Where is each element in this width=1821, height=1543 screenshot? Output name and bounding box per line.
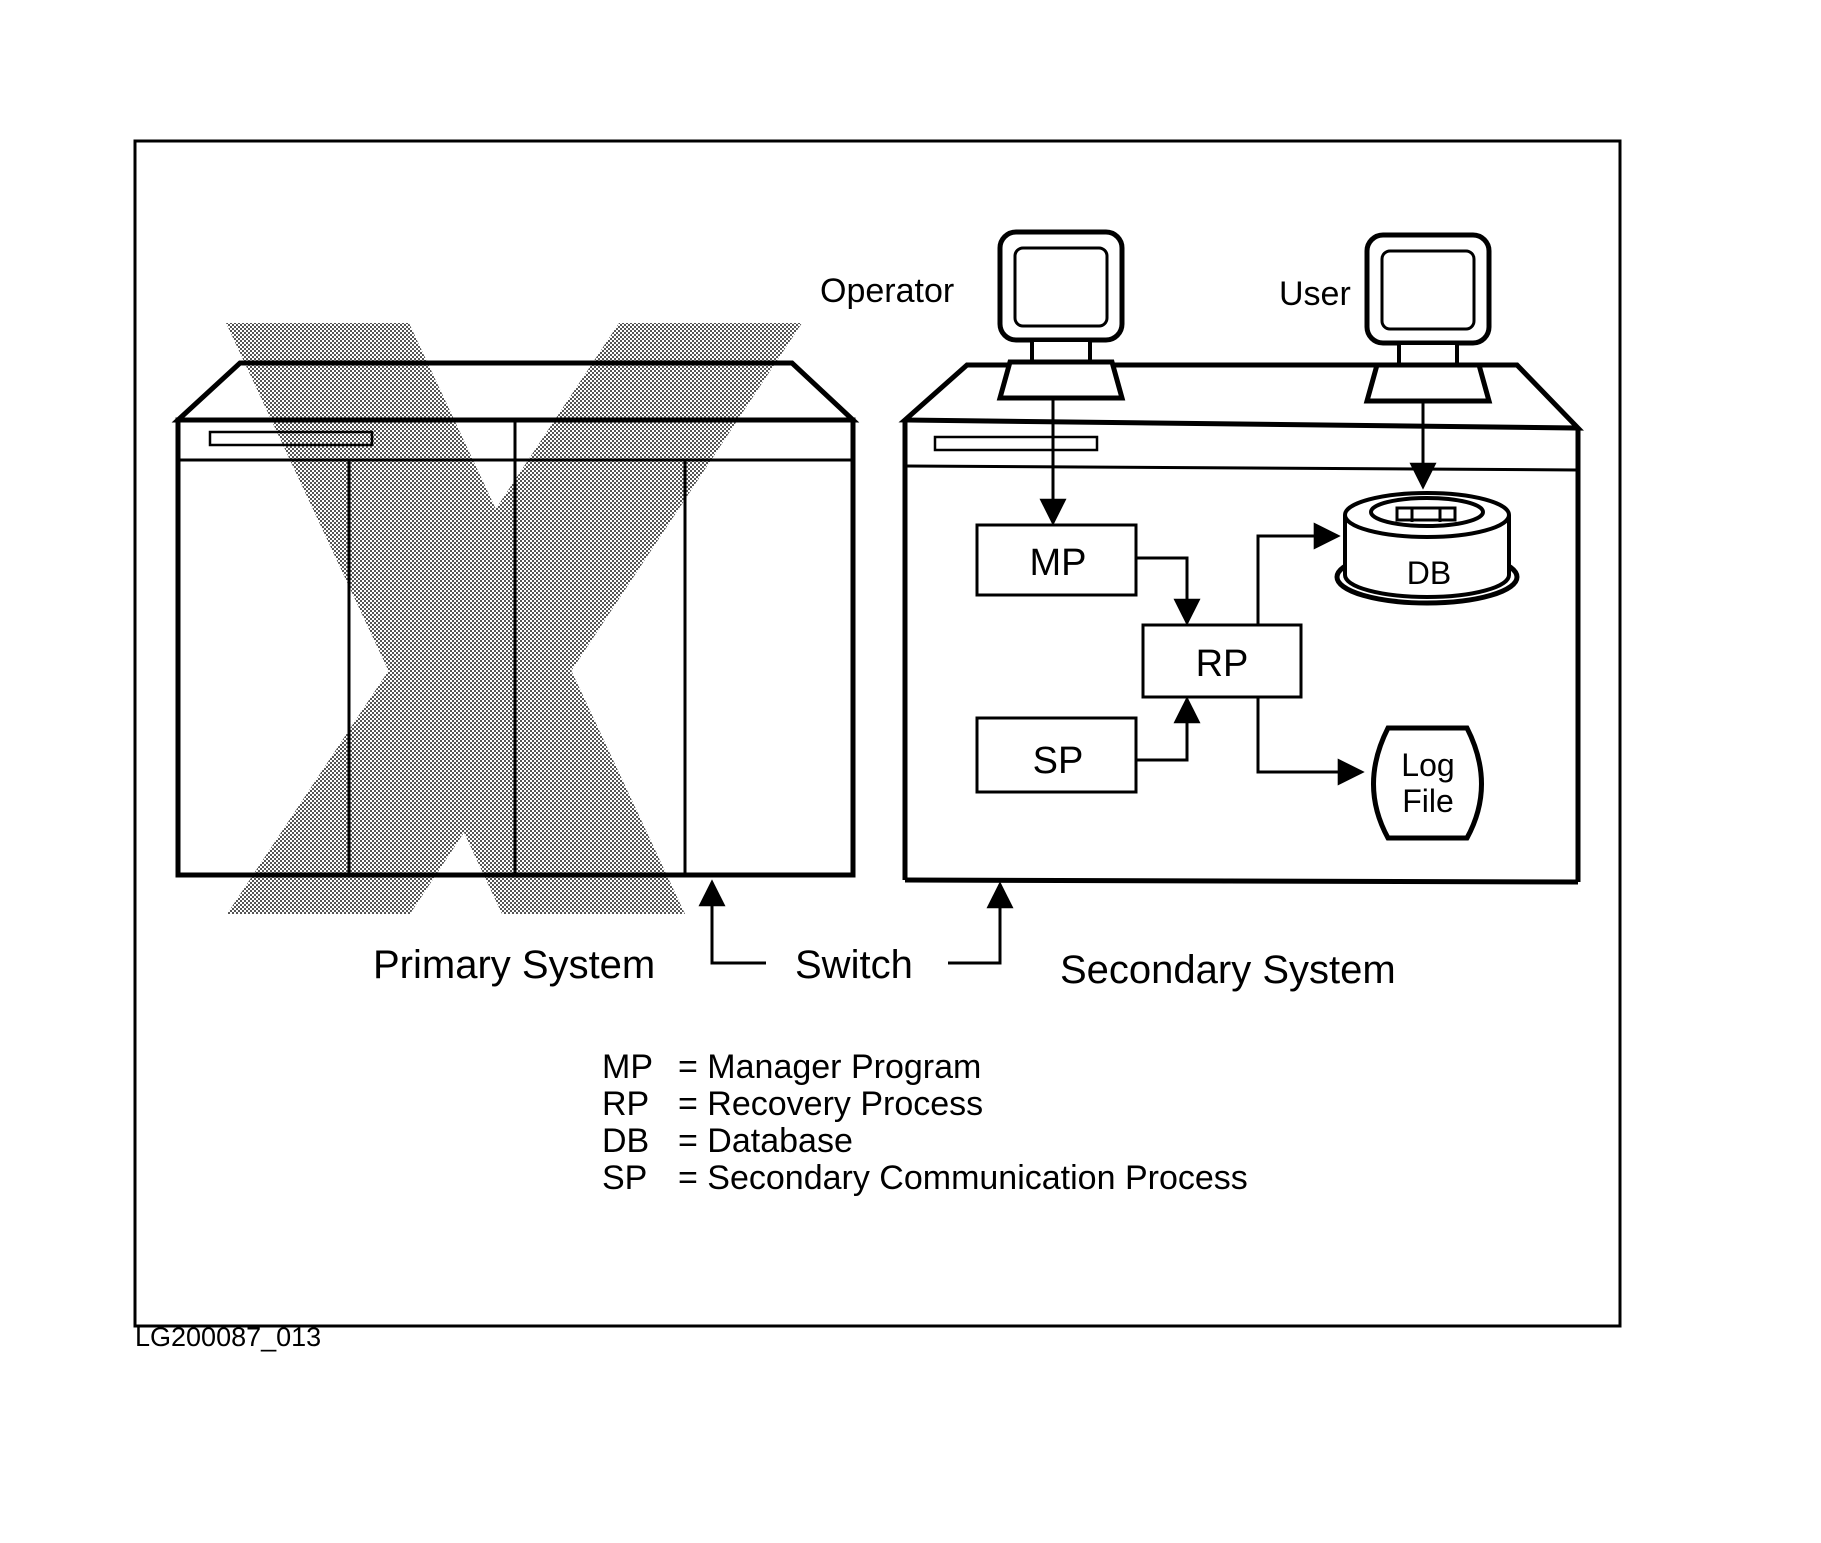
sp-box: SP	[975, 716, 1138, 794]
secondary-system-label: Secondary System	[1060, 948, 1396, 992]
secondary-panel-slot	[933, 435, 1099, 452]
connectors	[698, 398, 1437, 965]
legend-text: = Manager Program	[678, 1048, 981, 1086]
db-label: DB	[1407, 555, 1451, 591]
rp-box: RP	[1141, 623, 1303, 699]
arrow-switch-to-secondary	[948, 881, 1014, 965]
primary-panel-slot	[208, 430, 374, 447]
operator-label: Operator	[820, 272, 954, 310]
legend-text: = Recovery Process	[678, 1085, 983, 1123]
log-file-icon: Log File	[1371, 725, 1484, 841]
figure-id: LG200087_013	[135, 1322, 321, 1352]
log-file-label-line1: Log	[1401, 747, 1454, 783]
sp-label: SP	[1033, 740, 1084, 782]
legend-abbr: DB	[602, 1122, 649, 1160]
database-disk-icon: DB	[1334, 491, 1520, 606]
mp-box: MP	[975, 523, 1138, 597]
primary-system-label: Primary System	[373, 943, 655, 987]
secondary-system-cabinet	[898, 362, 1584, 885]
primary-system-cabinet	[171, 323, 860, 914]
user-label: User	[1279, 275, 1351, 313]
arrow-rp-to-log	[1256, 697, 1365, 786]
legend-abbr: MP	[602, 1048, 653, 1086]
legend-abbr: SP	[602, 1159, 647, 1197]
legend: MP = Manager Program RP = Recovery Proce…	[602, 1048, 1248, 1197]
switch-label: Switch	[795, 943, 913, 987]
log-file-label-line2: File	[1402, 783, 1454, 819]
legend-abbr: RP	[602, 1085, 649, 1123]
mp-label: MP	[1030, 542, 1087, 584]
legend-text: = Database	[678, 1122, 853, 1160]
arrow-switch-to-primary	[698, 879, 766, 965]
arrow-sp-to-rp	[1136, 696, 1201, 762]
figure-frame	[133, 139, 1622, 1328]
operator-terminal-icon	[996, 229, 1126, 401]
arrow-rp-to-db	[1256, 522, 1341, 625]
legend-text: = Secondary Communication Process	[678, 1159, 1248, 1197]
arrow-mp-to-rp	[1136, 556, 1201, 626]
rp-label: RP	[1196, 643, 1249, 685]
user-terminal-icon	[1363, 232, 1493, 404]
